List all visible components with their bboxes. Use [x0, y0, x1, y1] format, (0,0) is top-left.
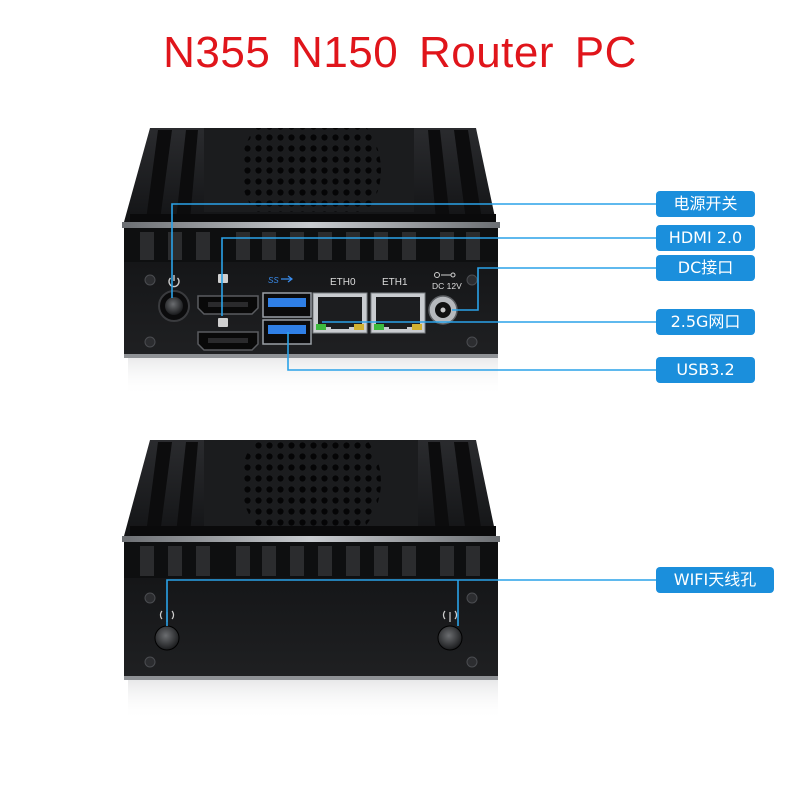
usb-logo-text: SS: [268, 276, 279, 285]
leader-wifi: [166, 579, 656, 626]
ethernet-port-eth0: [312, 292, 368, 334]
page-title: N355 N150 Router PC: [163, 28, 637, 77]
leader-power: [171, 203, 656, 298]
callout-hdmi: HDMI 2.0: [656, 225, 755, 251]
usb-port: [262, 319, 312, 345]
rear-unit: [122, 440, 500, 720]
dc-label: DC 12V: [432, 281, 462, 291]
ethernet-port-eth1: [370, 292, 426, 334]
leader-lines: [166, 203, 656, 626]
usb-port: [262, 292, 312, 318]
callout-power-switch: 电源开关: [656, 191, 755, 217]
callout-usb: USB3.2: [656, 357, 755, 383]
power-button: [158, 290, 190, 322]
eth1-label: ETH1: [382, 277, 408, 288]
front-unit: SS ETH0 ETH1: [122, 128, 500, 396]
usb-superspeed-icon: SS: [268, 275, 293, 285]
callout-lan-port: 2.5G网口: [656, 309, 755, 335]
hdmi-port: [197, 331, 259, 351]
antenna-hole: [437, 625, 463, 651]
eth0-label: ETH0: [330, 277, 356, 288]
antenna-hole: [154, 625, 180, 651]
leader-dc: [452, 267, 656, 311]
dc-polarity-icon: [434, 272, 456, 278]
hdmi-icon: [218, 274, 228, 327]
leader-usb: [287, 332, 656, 371]
hdmi-port: [197, 295, 259, 315]
leader-hdmi: [221, 237, 656, 316]
callout-wifi-antenna: WIFI天线孔: [656, 567, 774, 593]
power-icon: [168, 275, 180, 288]
callout-dc-port: DC接口: [656, 255, 755, 281]
